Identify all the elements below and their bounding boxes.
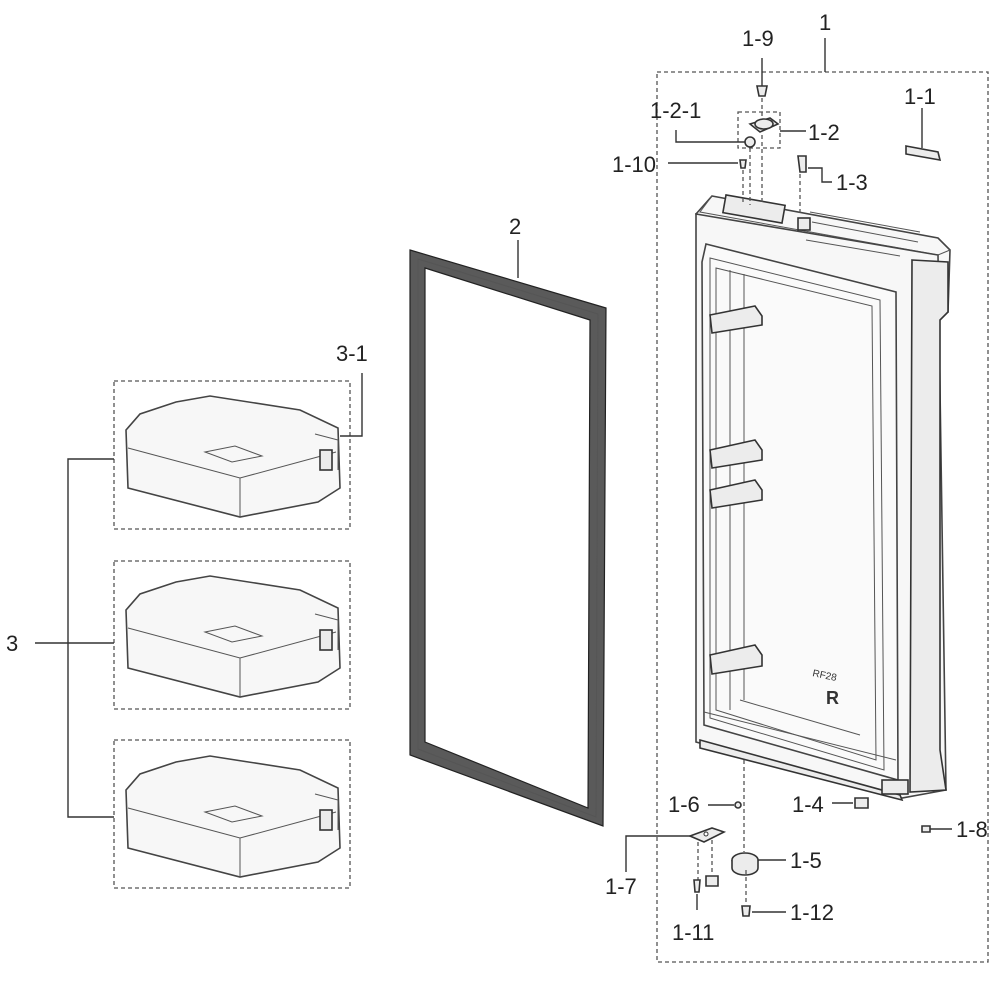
label-1-1: 1-1 — [904, 84, 936, 109]
bin-bracket — [67, 458, 114, 818]
part-1-4: 1-4 — [792, 792, 869, 817]
door-assembly-group-1: 1 — [605, 10, 989, 963]
label-1-3: 1-3 — [836, 170, 868, 195]
part-1-10: 1-10 — [612, 152, 747, 205]
label-1-5: 1-5 — [790, 848, 822, 873]
part-1-1: 1-1 — [904, 84, 942, 162]
assembly-box — [656, 71, 989, 963]
label-1-4: 1-4 — [792, 792, 824, 817]
door-body: RF28 R — [695, 194, 951, 802]
leader-3-1 — [340, 373, 363, 437]
part-1-5: 1-5 — [731, 848, 822, 876]
bin-group-3: 3 3-1 — [6, 341, 368, 889]
label-1-2: 1-2 — [808, 120, 840, 145]
label-1: 1 — [819, 10, 831, 35]
part-1-2-1: 1-2-1 — [650, 98, 763, 205]
bin-box-top — [113, 380, 351, 530]
label-2: 2 — [509, 214, 521, 239]
door-bin-middle — [125, 575, 341, 698]
label-3-1: 3-1 — [336, 341, 368, 366]
part-1-7: 1-7 — [605, 827, 727, 899]
bin-box-middle — [113, 560, 351, 710]
part-1-6: 1-6 — [668, 792, 742, 817]
label-1-11: 1-11 — [672, 920, 714, 945]
part-1-12: 1-12 — [741, 870, 834, 925]
part-1-3: 1-3 — [797, 155, 868, 215]
door-gasket-2: 2 — [409, 214, 607, 827]
door-model-mark: RF28 — [811, 668, 838, 684]
part-1-8: 1-8 — [921, 817, 988, 842]
part-1-2: 1-2 — [737, 111, 840, 149]
part-1-11: 1-11 — [672, 875, 719, 945]
label-1-9: 1-9 — [742, 26, 774, 51]
bin-box-bottom — [113, 739, 351, 889]
part-1-9: 1-9 — [742, 26, 774, 122]
label-1-7: 1-7 — [605, 874, 637, 899]
label-1-6: 1-6 — [668, 792, 700, 817]
label-1-2-1: 1-2-1 — [650, 98, 701, 123]
door-bin-bottom — [125, 755, 341, 878]
label-1-10: 1-10 — [612, 152, 656, 177]
label-1-12: 1-12 — [790, 900, 834, 925]
label-1-8: 1-8 — [956, 817, 988, 842]
door-mark-r: R — [826, 688, 839, 708]
label-3: 3 — [6, 631, 18, 656]
door-bin-top — [125, 395, 341, 518]
